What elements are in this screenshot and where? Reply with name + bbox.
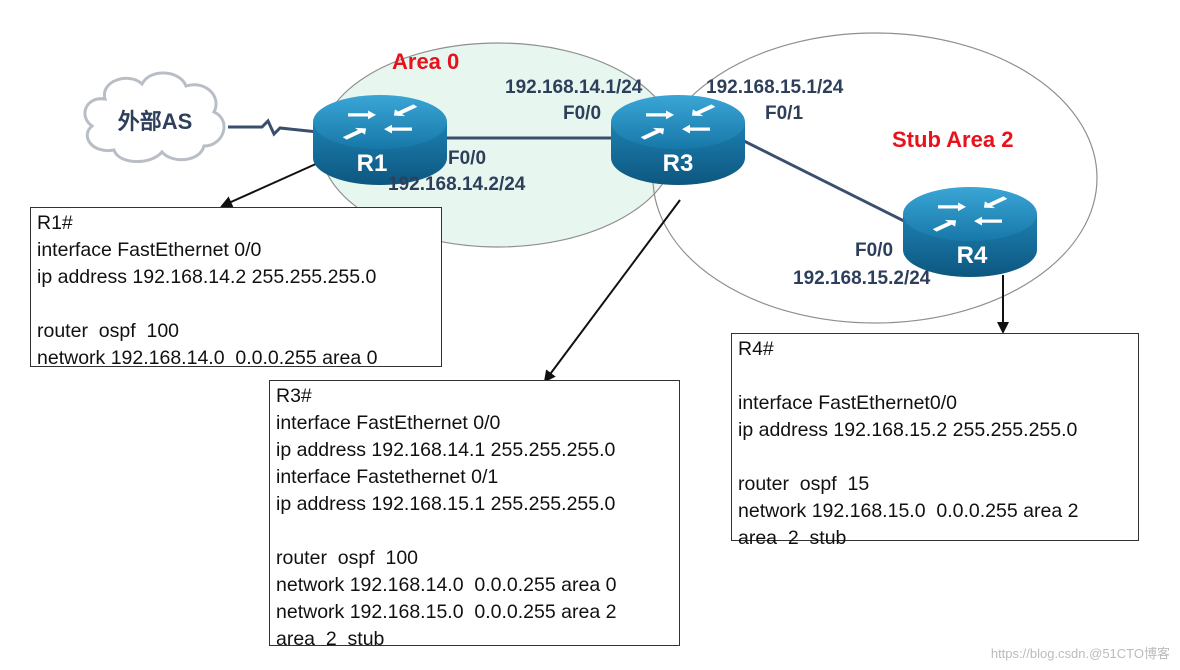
r1-f00-ip: 192.168.14.2/24: [388, 174, 526, 195]
r1-config-box: R1# interface FastEthernet 0/0 ip addres…: [30, 207, 442, 369]
config-line: ip address 192.168.15.2 255.255.255.0: [738, 419, 1078, 441]
router-r1: R1: [313, 95, 447, 185]
config-line: network 192.168.14.0 0.0.0.255 area 0: [37, 347, 378, 369]
router-r4-label: R4: [957, 242, 988, 269]
config-line: router ospf 100: [276, 547, 419, 569]
r3-f00-ip: 192.168.14.1/24: [505, 77, 643, 98]
cloud-label: 外部AS: [118, 109, 193, 134]
config-line: interface FastEthernet 0/0: [276, 412, 501, 434]
stub-area2-label: Stub Area 2: [892, 127, 1013, 152]
config-line: network 192.168.15.0 0.0.0.255 area 2: [738, 500, 1079, 522]
config-line: [276, 518, 673, 545]
r1-f00-name: F0/0: [448, 148, 486, 169]
watermark: https://blog.csdn.@51CTO博客: [990, 646, 1170, 661]
arrow-r3-config: [543, 199, 681, 383]
config-line: area 2 stub: [738, 527, 847, 549]
config-line: R4#: [738, 338, 774, 360]
config-line: ip address 192.168.14.2 255.255.255.0: [37, 266, 377, 288]
config-line: [738, 363, 1132, 390]
router-r3: R3: [611, 95, 745, 185]
config-line: interface FastEthernet 0/0: [37, 239, 262, 261]
r4-f00-name: F0/0: [855, 240, 893, 261]
config-line: interface FastEthernet0/0: [738, 392, 957, 414]
config-line: network 192.168.15.0 0.0.0.255 area 2: [276, 601, 617, 623]
router-r4: R4: [903, 187, 1037, 277]
link-r3-r4: [741, 138, 913, 227]
router-r3-label: R3: [663, 150, 694, 177]
config-line: ip address 192.168.14.1 255.255.255.0: [276, 439, 616, 461]
area0-label: Area 0: [392, 49, 459, 74]
router-r1-label: R1: [357, 150, 388, 177]
config-line: [37, 291, 435, 318]
r4-config-box: R4# interface FastEthernet0/0 ip address…: [731, 333, 1139, 549]
config-line: area 2 stub: [276, 628, 385, 650]
serial-link-external: [228, 118, 319, 137]
r3-f01-ip: 192.168.15.1/24: [706, 77, 844, 98]
config-line: R3#: [276, 385, 312, 407]
config-line: [738, 444, 1132, 471]
r4-f00-ip: 192.168.15.2/24: [793, 268, 931, 289]
r3-config-box: R3# interface FastEthernet 0/0 ip addres…: [269, 380, 680, 650]
config-line: interface Fastethernet 0/1: [276, 466, 499, 488]
config-line: network 192.168.14.0 0.0.0.255 area 0: [276, 574, 617, 596]
arrow-r1-config: [220, 162, 319, 208]
config-line: ip address 192.168.15.1 255.255.255.0: [276, 493, 616, 515]
config-line: router ospf 100: [37, 320, 180, 342]
external-as-cloud: 外部AS: [83, 71, 226, 164]
config-line: router ospf 15: [738, 473, 870, 495]
r3-f00-name: F0/0: [563, 103, 601, 124]
r3-f01-name: F0/1: [765, 103, 803, 124]
config-line: R1#: [37, 212, 73, 234]
